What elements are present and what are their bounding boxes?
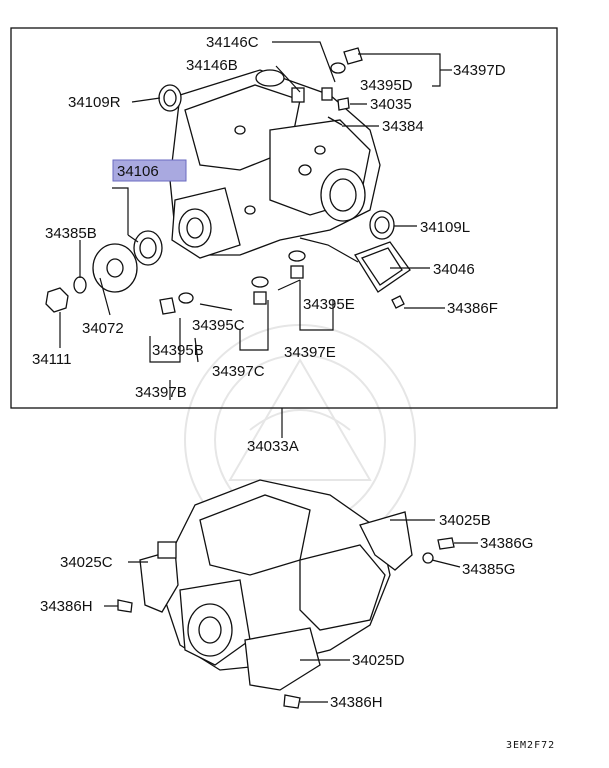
small-parts-upper [45, 47, 411, 315]
label-34025c: 34025C [60, 554, 113, 571]
label-34109r: 34109R [68, 94, 121, 111]
differential-carrier-drawing [169, 69, 381, 259]
label-34146b: 34146B [186, 57, 238, 74]
label-34046: 34046 [433, 261, 475, 278]
label-34397d: 34397D [453, 62, 506, 79]
diagram-code: 3EM2F72 [506, 740, 555, 751]
label-34035: 34035 [370, 96, 412, 113]
leader-lines-lower [104, 519, 478, 703]
label-34025b: 34025B [439, 512, 491, 529]
labels-lower: 34025B 34025C 34386G 34385G 34386H 34025… [40, 512, 533, 711]
upper-frame [10, 27, 558, 409]
label-34385g: 34385G [462, 561, 515, 578]
label-34395e: 34395E [303, 296, 355, 313]
label-34106-highlight [112, 159, 187, 182]
label-34395b: 34395B [152, 342, 204, 359]
label-34384: 34384 [382, 118, 424, 135]
label-34072: 34072 [82, 320, 124, 337]
label-34386f: 34386F [447, 300, 498, 317]
label-34397b: 34397B [135, 384, 187, 401]
label-34386h-bottom: 34386H [330, 694, 383, 711]
leader-lines-upper [59, 41, 452, 438]
label-34395c: 34395C [192, 317, 245, 334]
label-34386g: 34386G [480, 535, 533, 552]
label-34106[interactable]: 34106 [117, 163, 159, 180]
label-34025d: 34025D [352, 652, 405, 669]
label-34395d: 34395D [360, 77, 413, 94]
label-34386h-left: 34386H [40, 598, 93, 615]
label-34146c: 34146C [206, 34, 259, 51]
label-34109l: 34109L [420, 219, 470, 236]
labels-upper: 34146C 34146B 34395D 34397D 34109R 34035… [32, 34, 506, 401]
label-34385b: 34385B [45, 225, 97, 242]
label-34397c: 34397C [212, 363, 265, 380]
label-34397e: 34397E [284, 344, 336, 361]
label-34111: 34111 [32, 351, 72, 368]
label-34033a: 34033A [247, 438, 299, 455]
differential-assembly-drawing [117, 479, 455, 709]
